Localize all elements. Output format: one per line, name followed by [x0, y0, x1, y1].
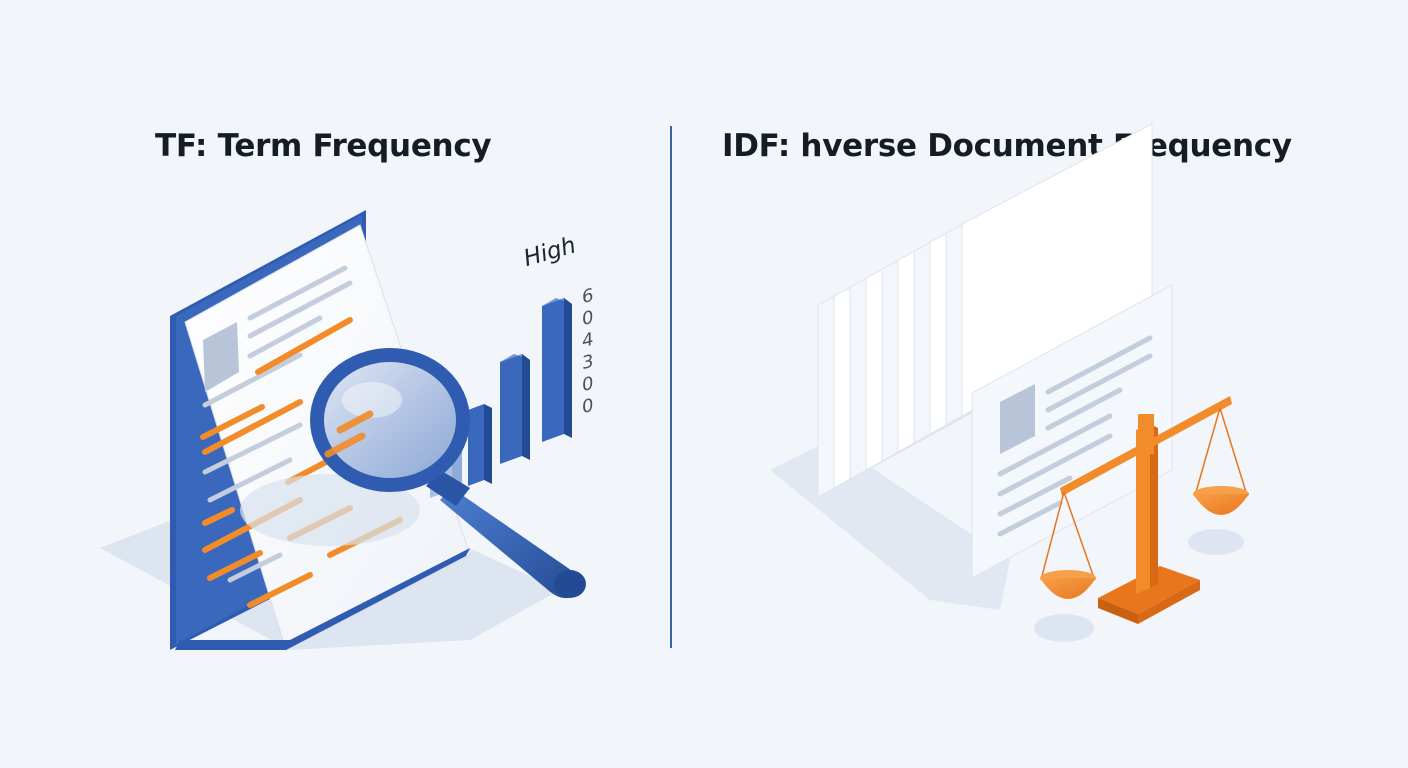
document-stack-icon [770, 123, 1173, 610]
idf-title: IDF: hverse Document Frequency [722, 128, 1292, 164]
chart-digit: 6 [582, 284, 594, 309]
chart-digit: 0 [582, 306, 594, 331]
chart-digit: 4 [582, 328, 594, 353]
panel-divider [670, 126, 672, 648]
chart-digit: 0 [582, 394, 594, 419]
chart-digit: 0 [582, 372, 594, 397]
balance-scale-icon [1034, 396, 1249, 642]
chart-digit: 3 [582, 350, 594, 375]
tf-title: TF: Term Frequency [155, 128, 492, 164]
magnifying-glass-icon [240, 348, 586, 599]
